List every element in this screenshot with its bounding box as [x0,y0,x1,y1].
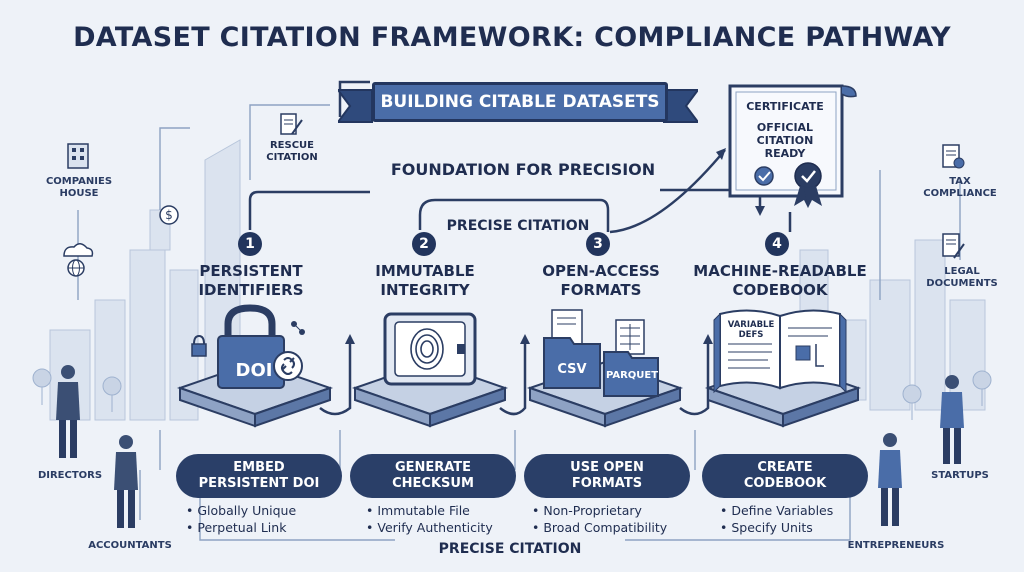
certificate-line3: READY [764,147,806,160]
tax-compliance-label: TAX COMPLIANCE [923,176,997,199]
certificate-heading: CERTIFICATE [746,100,824,113]
precise-citation-bottom-label: PRECISE CITATION [400,541,620,557]
precise-citation-top-label: PRECISE CITATION [446,218,590,234]
svg-text:$: $ [165,208,173,222]
rescue-citation-label: RESCUE CITATION [266,140,318,163]
step-1-platform [176,304,334,428]
legal-document-icon [942,233,965,259]
step-1-bullets: Globally Unique Perpetual Link [186,502,296,536]
step-3-title-line1: OPEN-ACCESS [542,262,660,280]
step-3-bullet-1: Non-Proprietary [532,502,667,519]
step-3-action-line2: FORMATS [571,476,643,491]
step-1-action-pill: EMBED PERSISTENT DOI [176,454,342,498]
step-3-title: OPEN-ACCESS FORMATS [516,262,686,300]
step-4-bullet-2: Specify Units [720,519,833,536]
step-1-bullet-2: Perpetual Link [186,519,296,536]
step-4-number: 4 [765,232,789,256]
step-3-title-line2: FORMATS [560,281,642,299]
certificate-icon [728,84,857,208]
accountant-person-icon [114,435,138,528]
step-3-number: 3 [586,232,610,256]
certificate-text: CERTIFICATE OFFICIAL CITATION READY [740,100,830,160]
step-4-action-line2: CODEBOOK [743,476,827,491]
step-4-bullet-1: Define Variables [720,502,833,519]
step-3-action-pill: USE OPEN FORMATS [524,454,690,498]
director-person-icon [56,365,80,458]
tax-document-icon [942,144,965,169]
csv-label: CSV [557,362,587,377]
step-4-title-line1: MACHINE-READABLE [693,262,867,280]
step-4-action-pill: CREATE CODEBOOK [702,454,868,498]
step-4-platform [704,309,862,428]
startup-person-icon [940,375,964,464]
step-2-action-pill: GENERATE CHECKSUM [350,454,516,498]
step-2-bullets: Immutable File Verify Authenticity [366,502,493,536]
step-2-action-line1: GENERATE [394,460,472,475]
startups-label: STARTUPS [931,470,989,481]
certificate-line2: CITATION [756,134,814,147]
step-3-bullets: Non-Proprietary Broad Compatibility [532,502,667,536]
step-4-title: MACHINE-READABLE CODEBOOK [690,262,870,300]
doi-label: DOI [235,360,273,381]
page-title: DATASET CITATION FRAMEWORK: COMPLIANCE P… [73,22,951,53]
accountants-label: ACCOUNTANTS [88,540,172,551]
document-pen-icon [280,113,303,135]
step-2-action-line2: CHECKSUM [392,476,474,491]
step-2-platform [351,312,509,428]
companies-house-label: COMPANIES HOUSE [45,176,113,199]
dollar-icon: $ [159,205,179,225]
step-4-title-line2: CODEBOOK [732,281,828,299]
step-2-bullet-2: Verify Authenticity [366,519,492,536]
step-2-title: IMMUTABLE INTEGRITY [340,262,510,300]
cloud-globe-icon [63,243,94,277]
entrepreneur-person-icon [878,433,902,526]
step-4-bullets: Define Variables Specify Units [720,502,833,536]
step-1-action-line2: PERSISTENT DOI [198,476,320,491]
step-2-bullet-1: Immutable File [366,502,493,519]
step-1-title-line2: IDENTIFIERS [198,281,304,299]
step-1-number: 1 [238,232,262,256]
building-icon [67,143,89,169]
step-1-action-line1: EMBED [233,460,285,475]
step-1-bullet-1: Globally Unique [186,502,296,519]
entrepreneurs-label: ENTREPRENEURS [847,540,945,551]
parquet-label: PARQUET [605,370,659,381]
certificate-line1: OFFICIAL [756,121,814,134]
step-2-title-line1: IMMUTABLE [375,262,475,280]
step-1-title-line1: PERSISTENT [199,262,303,280]
step-2-number: 2 [412,232,436,256]
variable-defs-label: VARIABLE DEFS [727,320,775,340]
foundation-heading: FOUNDATION FOR PRECISION [390,160,656,179]
banner-ribbon-icon [338,89,698,123]
directors-label: DIRECTORS [37,470,103,481]
banner-building-citable-datasets: BUILDING CITABLE DATASETS [372,82,668,122]
step-2-title-line2: INTEGRITY [380,281,470,299]
legal-documents-label: LEGAL DOCUMENTS [926,266,998,289]
step-4-action-line1: CREATE [757,460,813,475]
step-1-title: PERSISTENT IDENTIFIERS [166,262,336,300]
step-3-action-line1: USE OPEN [570,460,644,475]
step-3-platform [526,309,684,428]
step-3-bullet-2: Broad Compatibility [532,519,667,536]
